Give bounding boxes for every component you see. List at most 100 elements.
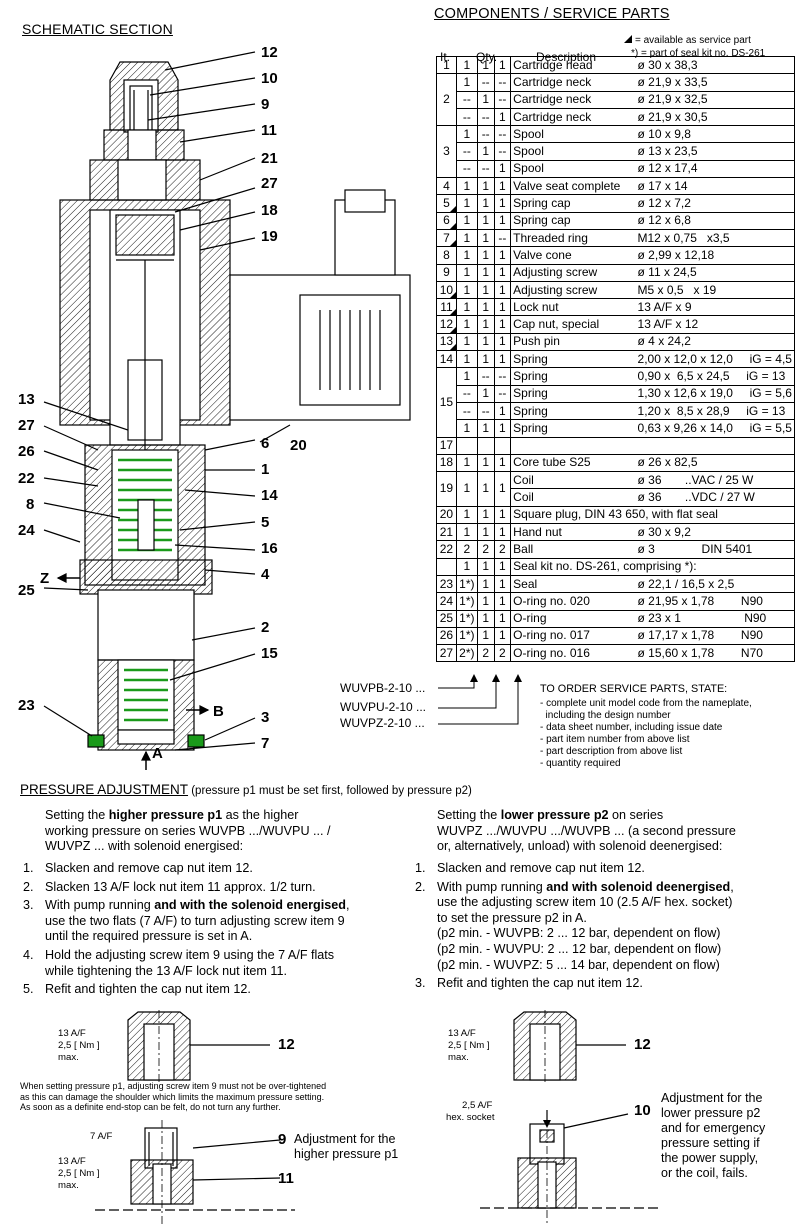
callout-26: 26: [18, 443, 35, 460]
step-item: 4.Hold the adjusting screw item 9 using …: [23, 948, 415, 979]
step-item: 3.Refit and tighten the cap nut item 12.: [415, 976, 787, 992]
cell-qty: 1: [493, 592, 512, 611]
order-item: - part description from above list: [540, 746, 683, 757]
step-line: Slacken and remove cap nut item 12.: [45, 861, 253, 875]
cell-qty: --: [493, 73, 512, 92]
cell-description: Spool: [510, 125, 636, 144]
adjust-subtitle: (pressure p1 must be set first, followed…: [188, 785, 472, 797]
cell-description: Valve seat complete: [510, 177, 636, 196]
cell-qty: 1: [493, 159, 512, 179]
cell-qty: 1*): [455, 592, 478, 611]
cell-qty: 1: [455, 55, 478, 75]
cell-qty: 1: [455, 350, 478, 369]
fig-right-torque: 2,5 [ Nm ]: [448, 1040, 490, 1051]
cell-item: [436, 557, 457, 576]
cell-qty: 1: [455, 505, 478, 525]
callout-18: 18: [261, 202, 278, 219]
cell-item: 15: [436, 367, 457, 438]
cell-size: ø 26 x 82,5: [635, 453, 795, 473]
fig-capnut-left: [127, 1010, 270, 1085]
callout-12: 12: [261, 44, 278, 61]
cell-qty: --: [476, 125, 495, 144]
cell-qty: --: [493, 384, 512, 403]
cell-qty: --: [455, 142, 478, 161]
cell-description: Valve cone: [510, 246, 636, 265]
order-list: - complete unit model code from the name…: [540, 698, 752, 770]
cell-qty: 1: [476, 55, 495, 75]
cell-description: Seal: [510, 574, 636, 594]
cell-qty: 1*): [455, 574, 478, 594]
service-part-marker-icon: [449, 240, 456, 247]
step-line: (p2 min. - WUVPZ: 5 ... 14 bar, dependen…: [437, 957, 720, 972]
callout-6: 6: [261, 435, 269, 452]
cell-qty: 1*): [455, 609, 478, 628]
cell-qty: --: [455, 159, 478, 179]
order-item: - complete unit model code from the name…: [540, 698, 752, 709]
callout-25: 25: [18, 582, 35, 599]
fig-right-af13: 13 A/F: [448, 1028, 476, 1039]
warning-text: When setting pressure p1, adjusting scre…: [20, 1081, 326, 1113]
order-item: - quantity required: [540, 758, 621, 769]
step-number: 4.: [23, 947, 34, 962]
adjust-heading: PRESSURE ADJUSTMENT (pressure p1 must be…: [20, 782, 472, 797]
cell-qty: 1: [455, 557, 478, 576]
cell-item: 24: [436, 592, 457, 611]
cell-description: Coil: [510, 471, 636, 490]
cell-description: Cartridge neck: [510, 90, 636, 109]
callout-23: 23: [18, 697, 35, 714]
cell-size: 1,30 x 12,6 x 19,0 iG = 5,6: [635, 384, 795, 403]
p2-note-line: and for emergency: [661, 1121, 766, 1135]
cell-qty: 1: [476, 557, 495, 576]
cell-qty: --: [493, 142, 512, 161]
service-part-marker-icon: [624, 35, 632, 43]
service-part-marker-icon: [449, 205, 456, 212]
cell-qty: 1: [455, 419, 478, 438]
callout-11: 11: [261, 122, 277, 139]
callout-24: 24: [18, 522, 35, 539]
cell-description: O-ring no. 020: [510, 592, 636, 611]
cell-description: [510, 436, 795, 455]
cell-qty: 1: [476, 177, 495, 196]
cell-qty: [455, 436, 478, 455]
callout-9: 9: [261, 96, 269, 113]
cell-qty: 1: [493, 55, 512, 75]
warning-line: When setting pressure p1, adjusting scre…: [20, 1081, 327, 1091]
callout-16: 16: [261, 540, 278, 557]
callout-20: 20: [290, 437, 307, 454]
service-part-marker-icon: [449, 309, 456, 316]
series-leaders: [438, 674, 522, 725]
cell-qty: --: [476, 73, 495, 92]
cell-item: 26: [436, 626, 457, 646]
cell-qty: 1: [476, 332, 495, 352]
cell-qty: 1: [476, 246, 495, 265]
cell-size: ø 22,1 / 16,5 x 2,5: [635, 574, 795, 594]
fig-9: 9: [278, 1131, 287, 1148]
cell-size: ø 21,9 x 32,5: [635, 90, 795, 109]
cell-qty: 1: [493, 419, 512, 438]
step-line: use the two flats (7 A/F) to turn adjust…: [45, 913, 345, 928]
step-line: Refit and tighten the cap nut item 12.: [437, 976, 643, 991]
cell-item: 25: [436, 609, 457, 628]
fig-right-max: max.: [448, 1052, 469, 1063]
p2-note-line: or the coil, fails.: [661, 1166, 748, 1180]
cell-qty: [493, 436, 512, 455]
step-line: Slacken 13 A/F lock nut item 11 approx. …: [45, 879, 316, 894]
cell-size: ø 17,17 x 1,78 N90: [635, 626, 795, 646]
cell-qty: 1: [493, 557, 512, 576]
cell-description: Hand nut: [510, 523, 636, 542]
